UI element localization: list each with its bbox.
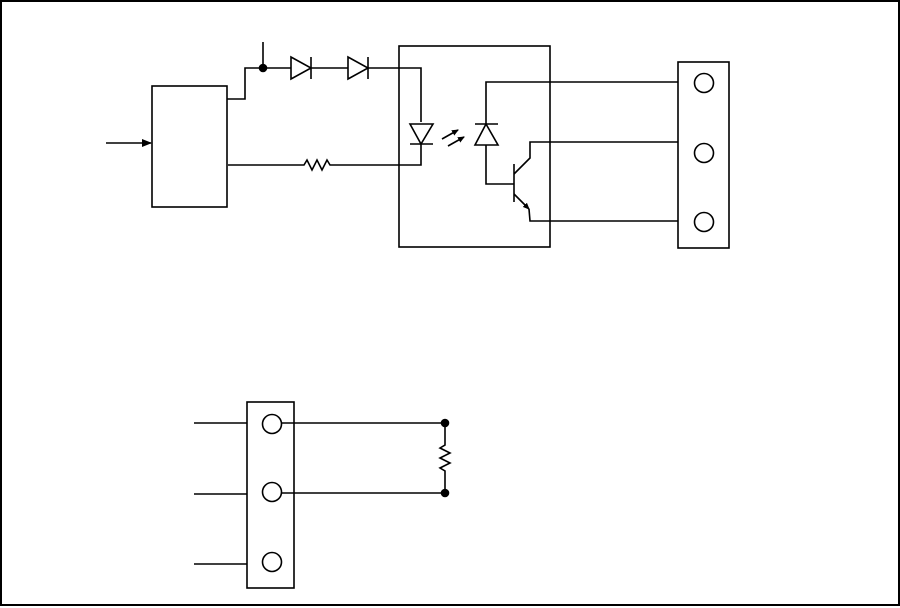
phototransistor-icon [514,142,678,209]
terminal-resistor-icon [440,423,450,493]
wire-led-cathode [334,144,421,165]
input-terminal-3 [263,553,282,572]
output-terminal-2 [695,144,714,163]
series-diode-icon [348,57,368,79]
series-diode-icon [291,57,311,79]
output-terminal-3 [695,213,714,232]
driver-block [152,86,227,207]
input-terminal-1 [263,415,282,434]
output-terminal-1 [695,74,714,93]
output-terminal-block [678,62,729,248]
input-terminal-2 [263,483,282,502]
wire-to-led-anode [368,68,421,122]
wire-photodiode-to-terminal1 [486,82,678,124]
driver-top-wire [227,68,264,99]
photodiode-icon [475,124,498,145]
wire-emitter-to-terminal3 [529,209,678,221]
current-limit-resistor-icon [228,160,334,170]
input-terminal-block [247,402,294,588]
led-emitter-icon [410,124,433,144]
light-emission-arrows-icon [442,130,464,146]
wire-photodiode-to-base [486,145,514,184]
